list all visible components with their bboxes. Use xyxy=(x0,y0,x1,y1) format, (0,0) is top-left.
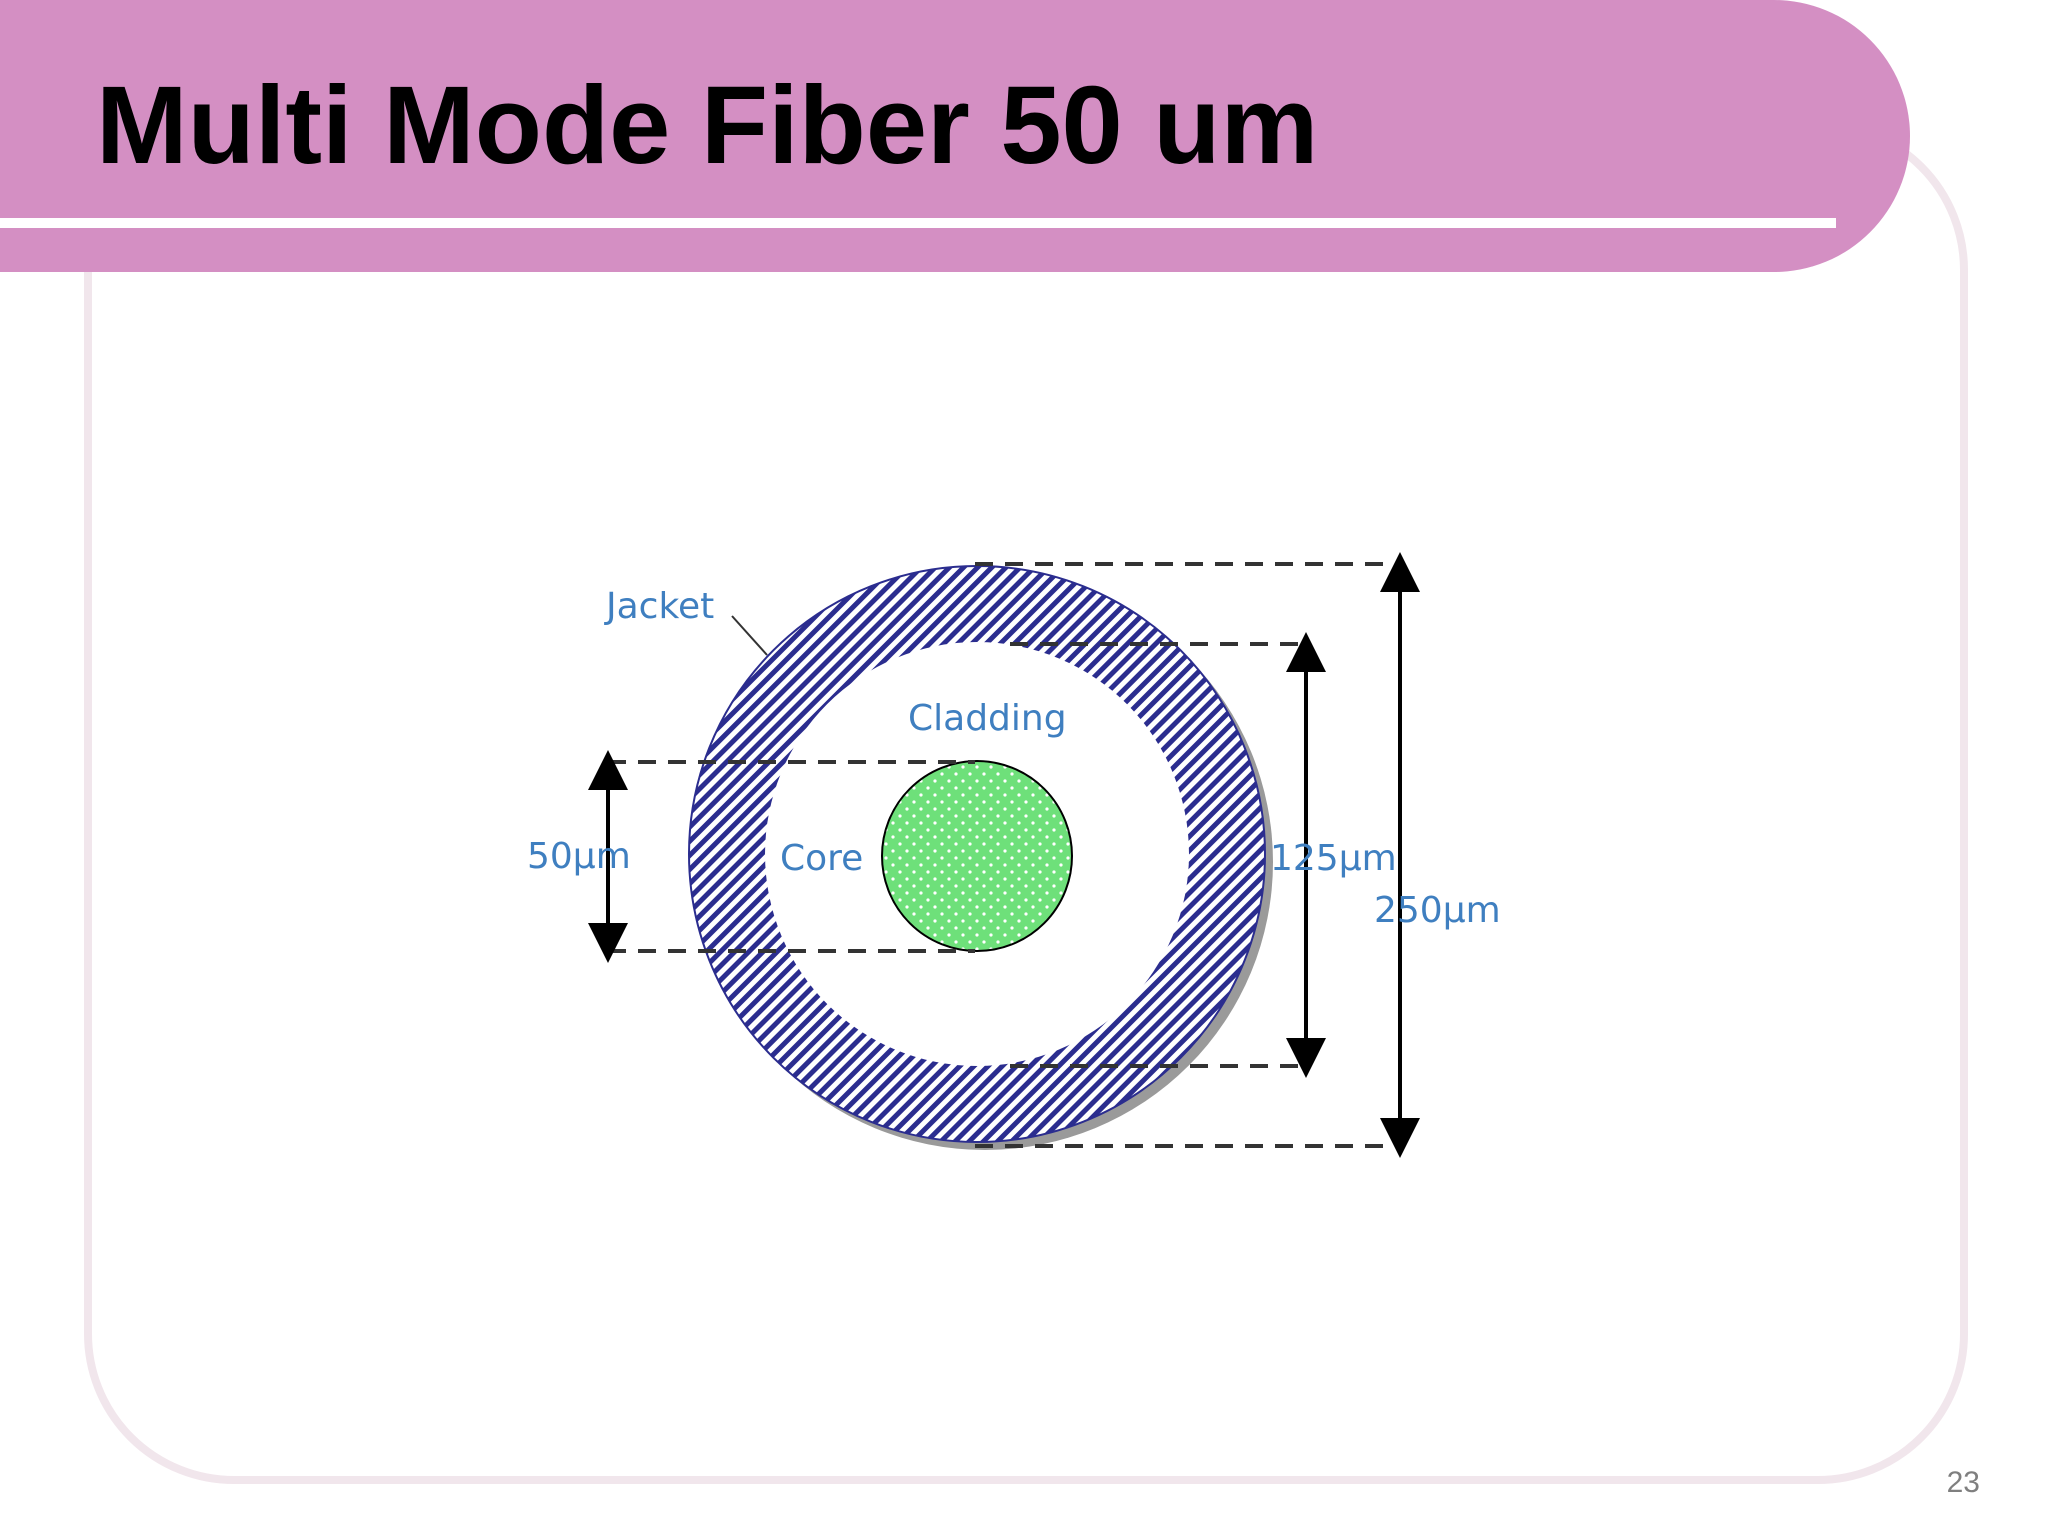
core-diameter-label: 50μm xyxy=(527,836,631,877)
cladding-label: Cladding xyxy=(908,698,1067,739)
cladding-diameter-label: 125μm xyxy=(1270,838,1397,879)
core-area xyxy=(881,760,1073,952)
jacket-label: Jacket xyxy=(604,586,714,627)
dimension-extension-lines xyxy=(608,562,1400,1148)
core-label: Core xyxy=(780,838,863,879)
slide-title: Multi Mode Fiber 50 um xyxy=(96,64,1319,187)
jacket-diameter-label: 250μm xyxy=(1374,890,1501,931)
dimension-arrows xyxy=(588,552,1420,1158)
jacket-leader-line xyxy=(731,615,768,656)
page-number: 23 xyxy=(1946,1466,1980,1499)
title-divider xyxy=(0,218,1836,228)
